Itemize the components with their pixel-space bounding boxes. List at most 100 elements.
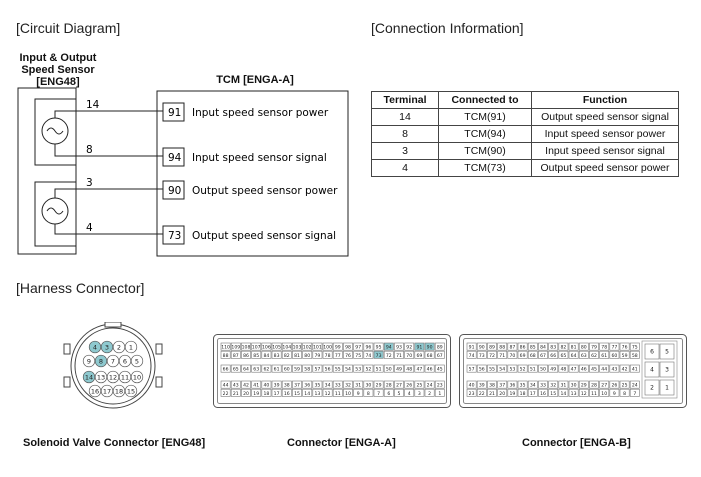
- connector-pin: [434, 342, 445, 351]
- connector-pin: [292, 364, 302, 373]
- eng48-pin: [130, 370, 144, 384]
- connector-pin: [230, 380, 241, 389]
- connector-pin: [230, 388, 241, 397]
- connector-pin: [517, 364, 528, 373]
- pin-number-label: 48: [560, 367, 566, 373]
- connector-pin: [619, 388, 630, 397]
- pin-number-label: 50: [386, 367, 392, 373]
- tcm-pin-box: [162, 147, 185, 167]
- connector-pin: [589, 364, 599, 373]
- sensor-title: Input & Output Speed Sensor [ENG48]: [8, 52, 108, 88]
- pin-number-label: 35: [314, 383, 320, 389]
- connector-pin: [497, 342, 508, 351]
- pin-number-label: 39: [479, 383, 485, 389]
- pin-number-label: 34: [530, 383, 536, 389]
- pin-number-label: 7: [111, 358, 115, 366]
- pin-number-label: 46: [581, 367, 587, 373]
- pin-number-label: 79: [591, 345, 597, 351]
- table-row: 3 TCM(90) Input speed sensor signal: [371, 142, 679, 160]
- table-cell: TCM(94): [438, 125, 532, 143]
- pin-number-label: 8: [99, 358, 103, 366]
- pin-number-label: 68: [530, 353, 536, 359]
- connector-pin: [589, 350, 599, 359]
- table-cell: Output speed sensor power: [531, 159, 679, 177]
- connector-pin: [261, 350, 272, 359]
- pin-number-label: 35: [520, 383, 526, 389]
- connector-pin: [363, 350, 374, 359]
- connector-pin: [230, 364, 241, 373]
- table-cell: 8: [371, 125, 439, 143]
- connector-pin: [261, 364, 272, 373]
- eng48-key: [104, 322, 122, 328]
- connector-pin: [487, 364, 497, 373]
- pin-number-label: 65: [560, 353, 566, 359]
- pin-number-label: 4: [650, 367, 654, 374]
- connector-pin: [538, 388, 548, 397]
- connector-pin: [599, 380, 610, 389]
- pin-number-label: 92: [406, 345, 412, 351]
- connector-pin: [619, 350, 630, 359]
- connector-pin: [609, 388, 620, 397]
- wire-3-90: [54, 188, 163, 198]
- pin-number-label: 12: [581, 391, 587, 397]
- connector-pin: [312, 342, 323, 351]
- connector-pin: [527, 350, 538, 359]
- pin-number-label: 70: [509, 353, 515, 359]
- pin-number-label: 8: [623, 391, 626, 397]
- pin-number-label: 72: [489, 353, 495, 359]
- pin-number-label: 10: [133, 374, 141, 382]
- pin-number-label: 79: [314, 353, 320, 359]
- pin-number-label: 74: [365, 353, 371, 359]
- pin-number-label: 104: [282, 345, 291, 351]
- pin-number-label: 53: [355, 367, 361, 373]
- connector-pin: [281, 342, 292, 351]
- connector-pin: [353, 350, 364, 359]
- pin-number-label: 8: [367, 391, 370, 397]
- wire-8-94: [54, 144, 163, 157]
- table-cell: TCM(91): [438, 108, 532, 126]
- eng48-pin: [100, 340, 114, 354]
- table-cell: TCM(73): [438, 159, 532, 177]
- pin-number-label: 44: [601, 367, 607, 373]
- connector-pin: [404, 388, 415, 397]
- pin-number-label: 27: [601, 383, 607, 389]
- connector-pin: [466, 364, 477, 373]
- connector-pin: [629, 380, 640, 389]
- connector-pin: [487, 350, 497, 359]
- pin-number-label: 27: [396, 383, 402, 389]
- eng48-pin: [94, 370, 108, 384]
- connector-pin: [644, 343, 660, 360]
- connector-pin: [373, 364, 384, 373]
- connector-pin: [271, 388, 282, 397]
- table-cell: 14: [371, 108, 439, 126]
- connector-pin: [373, 380, 384, 389]
- pin-number-label: 11: [335, 391, 341, 397]
- pin-number-label: 56: [325, 367, 331, 373]
- tcm-pin-number: 94: [168, 152, 182, 164]
- pin-number-label: 84: [540, 345, 546, 351]
- pin-number-label: 47: [571, 367, 577, 373]
- pin-number-label: 72: [386, 353, 392, 359]
- pin-number-label: 99: [335, 345, 341, 351]
- connector-pin: [599, 350, 610, 359]
- connector-pin: [476, 388, 487, 397]
- pin-number-label: 49: [550, 367, 556, 373]
- pin-number-label: 16: [91, 388, 99, 396]
- connector-pin: [644, 361, 660, 378]
- pin-number-label: 73: [376, 353, 382, 359]
- connector-pin: [343, 388, 353, 397]
- eng48-latch: [63, 376, 71, 388]
- connector-pin: [424, 364, 435, 373]
- connector-pin: [548, 364, 559, 373]
- connector-pin: [230, 342, 241, 351]
- connector-pin: [517, 342, 528, 351]
- connector-pin: [353, 380, 364, 389]
- pin-number-label: 58: [632, 353, 638, 359]
- connector-pin: [241, 350, 251, 359]
- circuit-diagram-header: [Circuit Diagram]: [16, 20, 121, 36]
- connector-pin: [527, 380, 538, 389]
- pin-number-label: 80: [581, 345, 587, 351]
- pin-number-label: 61: [274, 367, 280, 373]
- connector-pin: [220, 342, 231, 351]
